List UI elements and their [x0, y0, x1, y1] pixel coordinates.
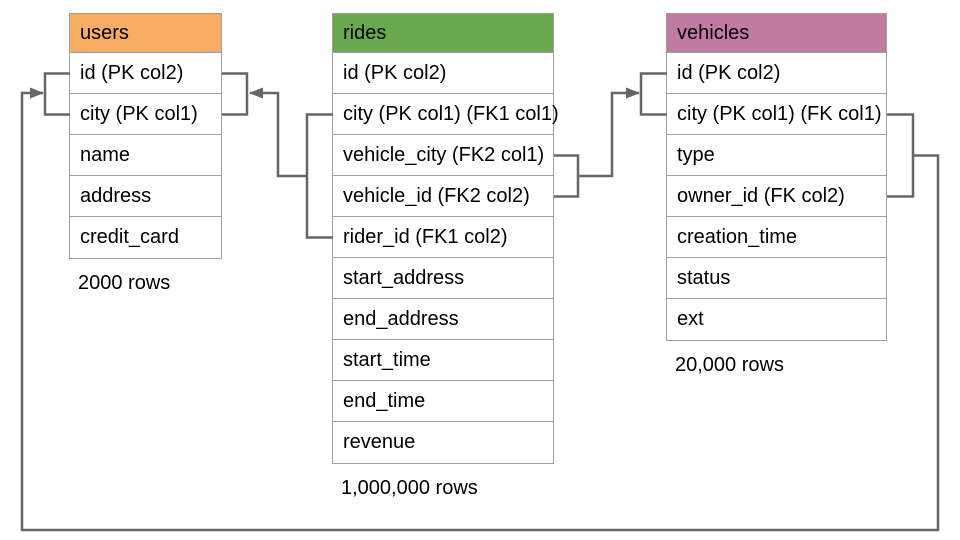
vehicles-fk-bracket [887, 113, 915, 198]
table-rides-column-vehicle-city: vehicle_city (FK2 col1) [333, 135, 553, 176]
table-vehicles-column-ext: ext [667, 299, 886, 340]
table-users-column-credit-card: credit_card [70, 217, 221, 258]
table-users-box: users id (PK col2) city (PK col1) name a… [69, 13, 222, 259]
table-users-column-city: city (PK col1) [70, 94, 221, 135]
table-vehicles-header: vehicles [667, 14, 886, 53]
table-rides-column-vehicle-id: vehicle_id (FK2 col2) [333, 176, 553, 217]
rides-to-vehicles-connector [578, 87, 640, 178]
table-rides-column-id: id (PK col2) [333, 53, 553, 94]
table-users-column-address: address [70, 176, 221, 217]
table-users-column-name: name [70, 135, 221, 176]
table-rides-rowcount: 1,000,000 rows [341, 477, 478, 499]
rides-fk2-bracket [554, 154, 580, 198]
rides-to-users-connector [249, 87, 307, 178]
table-rides-column-end-address: end_address [333, 299, 553, 340]
table-vehicles-column-city: city (PK col1) (FK col1) [667, 94, 886, 135]
table-rides: rides id (PK col2) city (PK col1) (FK1 c… [332, 13, 559, 500]
table-rides-column-end-time: end_time [333, 381, 553, 422]
vehicles-pk-bracket [639, 72, 667, 116]
table-users: users id (PK col2) city (PK col1) name a… [69, 13, 222, 295]
table-vehicles: vehicles id (PK col2) city (PK col1) (FK… [666, 13, 887, 377]
table-vehicles-rowcount: 20,000 rows [675, 354, 784, 376]
rides-fk1-bracket [305, 113, 333, 239]
users-pk-left-bracket [43, 72, 70, 116]
table-vehicles-column-creation-time: creation_time [667, 217, 886, 258]
table-vehicles-box: vehicles id (PK col2) city (PK col1) (FK… [666, 13, 887, 341]
table-users-header: users [70, 14, 221, 53]
table-users-rowcount: 2000 rows [78, 272, 171, 294]
table-rides-column-revenue: revenue [333, 422, 553, 463]
table-rides-column-start-time: start_time [333, 340, 553, 381]
table-vehicles-column-owner-id: owner_id (FK col2) [667, 176, 886, 217]
users-pk-right-bracket [222, 72, 249, 116]
table-users-column-id: id (PK col2) [70, 53, 221, 94]
table-rides-box: rides id (PK col2) city (PK col1) (FK1 c… [332, 13, 559, 464]
table-rides-header: rides [333, 14, 553, 53]
table-vehicles-column-type: type [667, 135, 886, 176]
table-rides-column-rider-id: rider_id (FK1 col2) [333, 217, 553, 258]
table-rides-column-city: city (PK col1) (FK1 col1) [333, 94, 559, 135]
table-vehicles-column-id: id (PK col2) [667, 53, 886, 94]
table-rides-column-start-address: start_address [333, 258, 553, 299]
table-vehicles-column-status: status [667, 258, 886, 299]
